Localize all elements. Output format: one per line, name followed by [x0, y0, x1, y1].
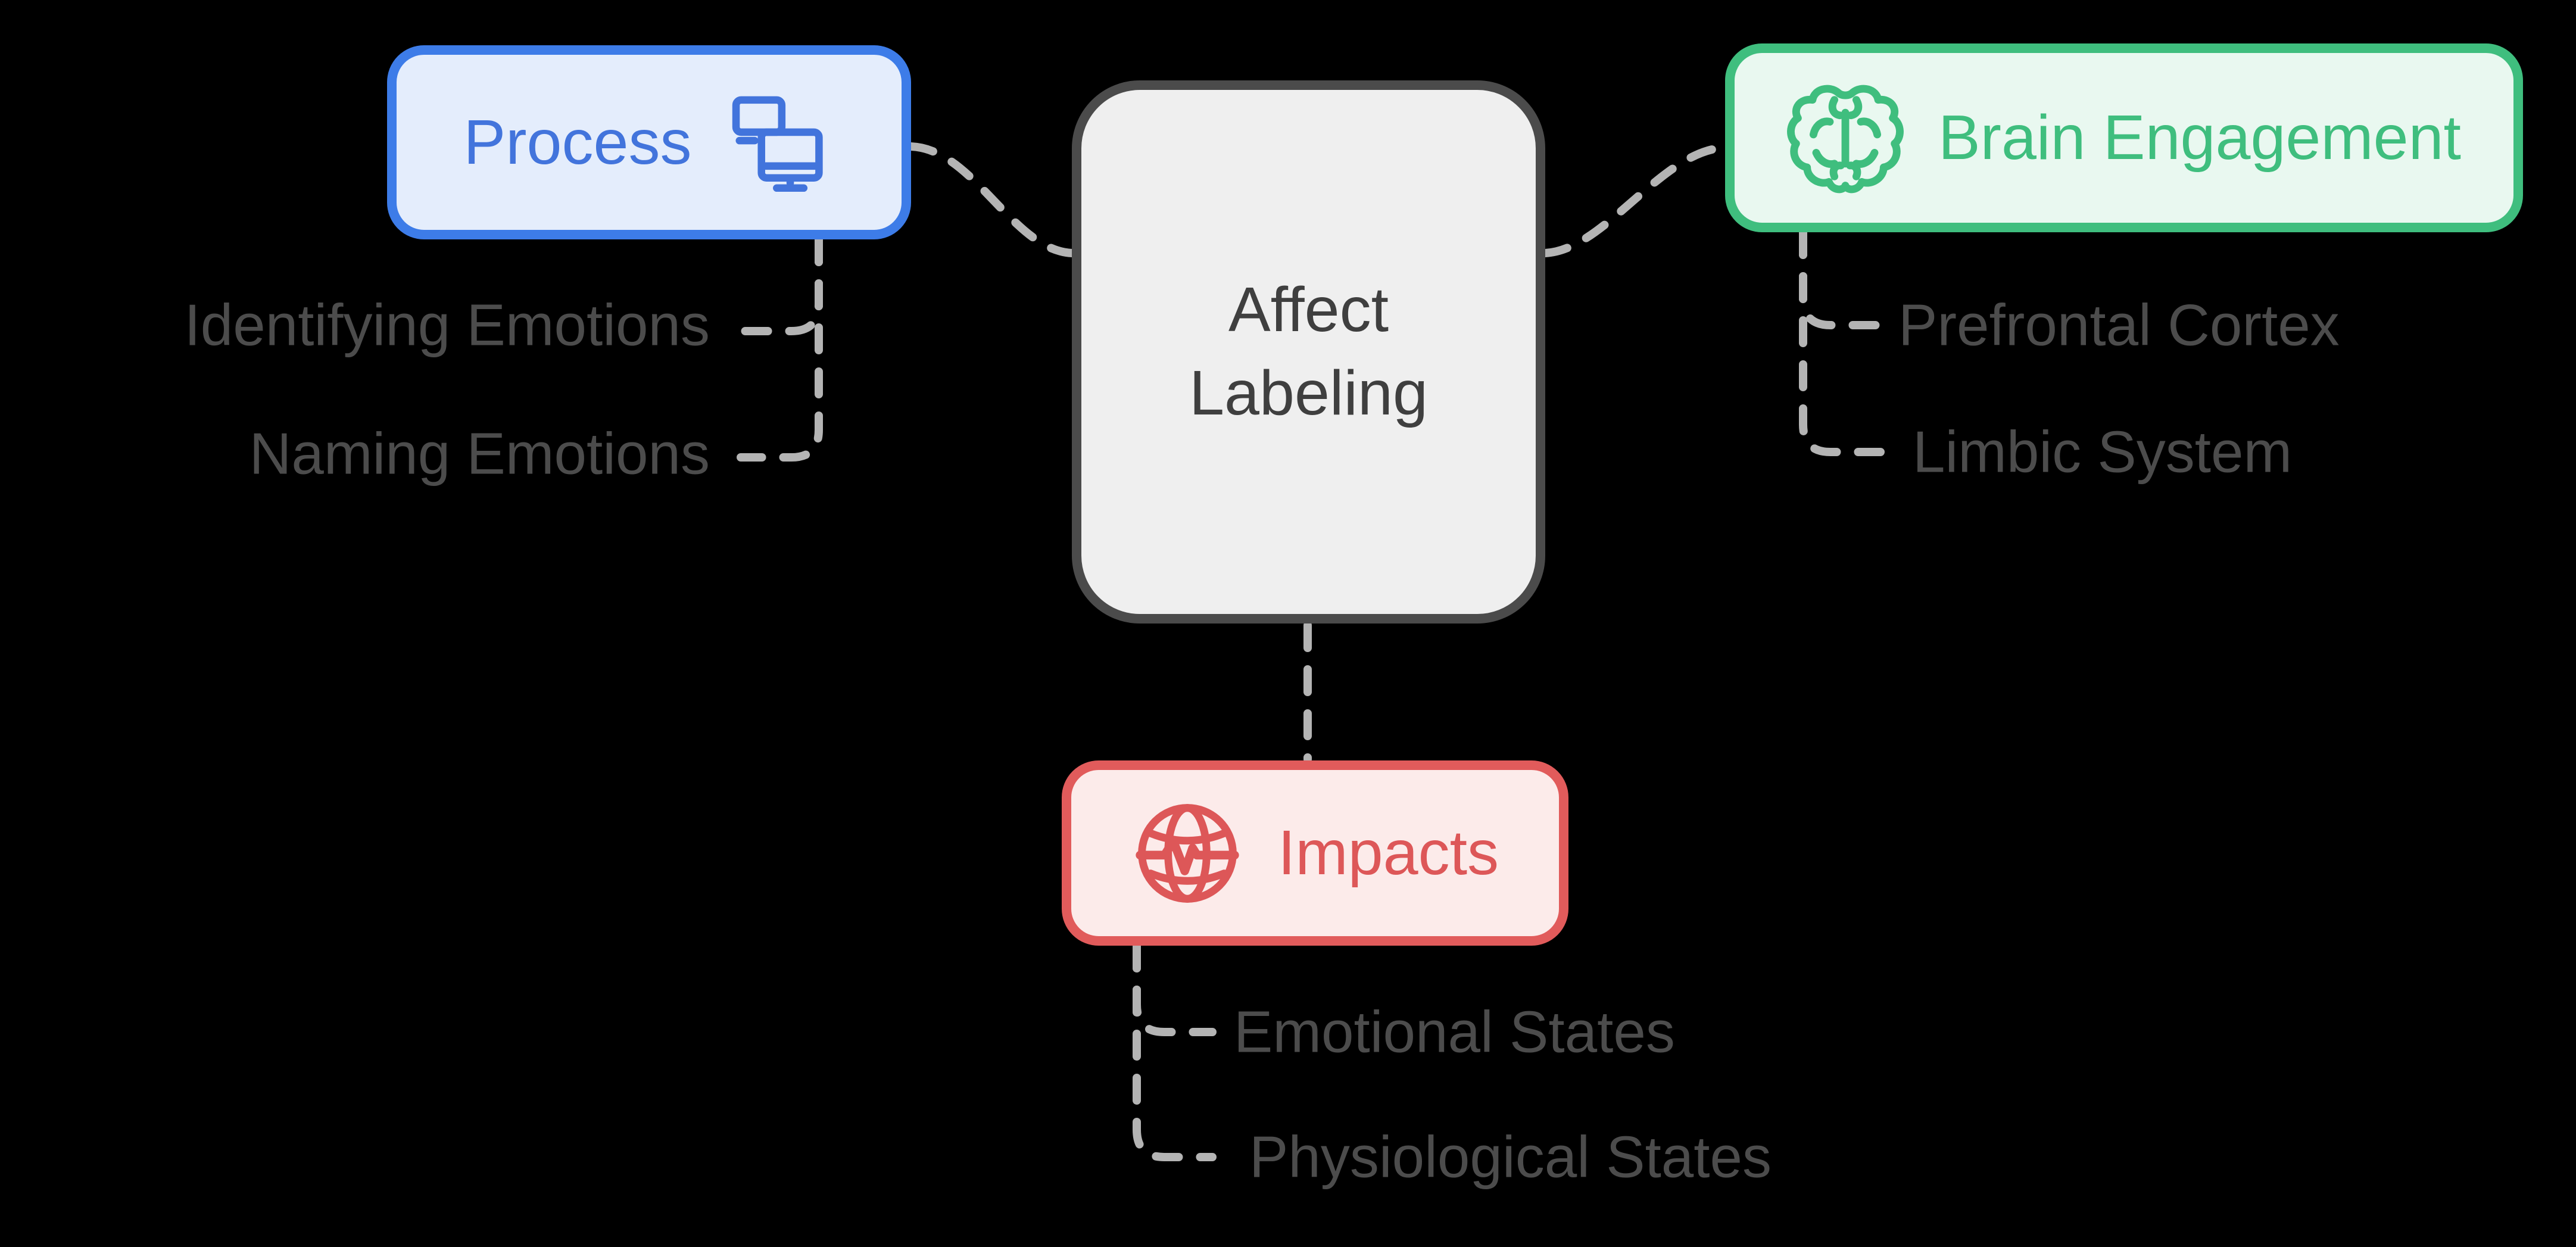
branch-label-identifying-emotions: Identifying Emotions [184, 292, 710, 358]
process-label: Process [463, 107, 692, 177]
brain-icon [1787, 80, 1904, 197]
edge-impacts-to-physiological-states [1133, 942, 1217, 1161]
impacts-label: Impacts [1277, 818, 1499, 888]
branch-label-prefrontal-cortex: Prefrontal Cortex [1898, 292, 2340, 358]
edge-process-to-naming-emotions [737, 235, 823, 462]
branch-label-limbic-system: Limbic System [1913, 419, 2293, 485]
branch-label-emotional-states: Emotional States [1234, 999, 1675, 1065]
devices-icon [726, 88, 834, 197]
edge-center-to-brain-engagement [1541, 144, 1729, 257]
center-node-affect-labeling: Affect Labeling [1072, 80, 1545, 624]
brain-engagement-label: Brain Engagement [1938, 102, 2462, 173]
branch-label-naming-emotions: Naming Emotions [249, 420, 710, 487]
globe-pulse-icon [1131, 797, 1243, 909]
topic-node-impacts: Impacts [1062, 760, 1568, 946]
edge-brain-to-limbic-system [1799, 228, 1885, 456]
center-node-label: Affect Labeling [1189, 275, 1428, 428]
branch-label-physiological-states: Physiological States [1249, 1124, 1772, 1190]
edge-process-to-identifying-emotions [737, 235, 823, 335]
edge-brain-to-prefrontal-cortex [1799, 228, 1885, 329]
edge-impacts-to-emotional-states [1133, 942, 1217, 1036]
edge-process-to-center [907, 142, 1076, 257]
topic-node-brain-engagement: Brain Engagement [1725, 43, 2523, 232]
topic-node-process: Process [387, 45, 911, 239]
